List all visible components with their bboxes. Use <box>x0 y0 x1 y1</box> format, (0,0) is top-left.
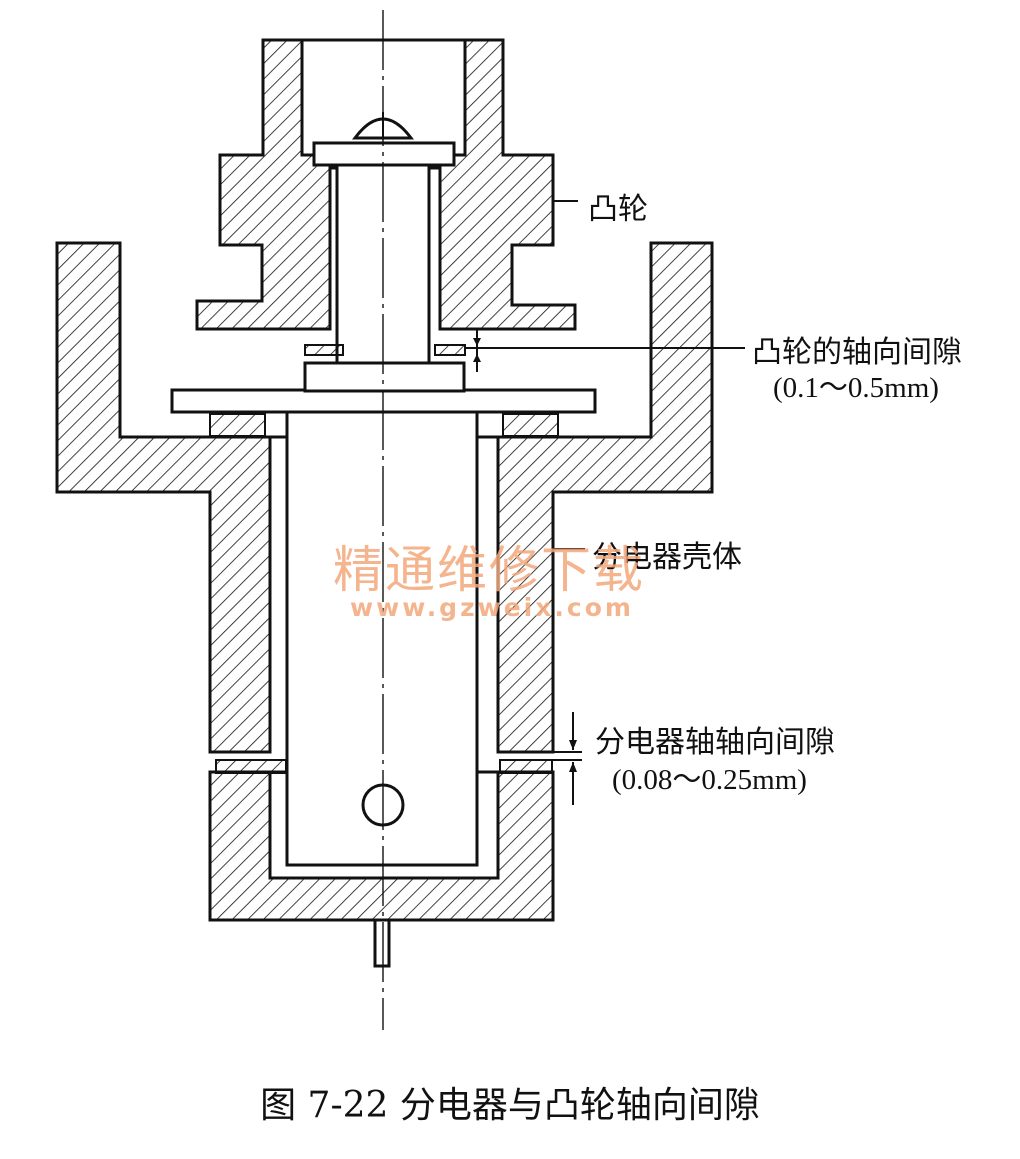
lower-washer-right <box>499 759 553 774</box>
cam-washer-right <box>434 344 466 356</box>
upper-washer-left <box>209 413 266 437</box>
upper-washer-right <box>502 413 559 437</box>
cam-washer-left <box>304 344 344 356</box>
drive-tang <box>373 918 391 968</box>
watermark-url: www.gzweix.com <box>350 593 634 622</box>
cam-axial-gap-range: (0.1～0.5mm) <box>773 372 939 404</box>
shaft-axial-gap-range: (0.08～0.25mm) <box>612 764 807 796</box>
cam-label: 凸轮 <box>588 192 648 227</box>
housing-label: 分电器壳体 <box>592 540 742 575</box>
shaft-collar <box>303 361 466 393</box>
watermark-text: 精通维修下载 <box>333 541 645 599</box>
spindle-head <box>312 141 456 167</box>
lower-washer-left <box>215 759 287 774</box>
cam-axial-gap-label: 凸轮的轴向间隙 <box>752 335 962 370</box>
shaft-axial-gap-label: 分电器轴轴向间隙 <box>595 725 835 760</box>
cam-body <box>195 38 577 331</box>
figure-caption: 图 7-22 分电器与凸轮轴向间隙 <box>260 1085 760 1126</box>
